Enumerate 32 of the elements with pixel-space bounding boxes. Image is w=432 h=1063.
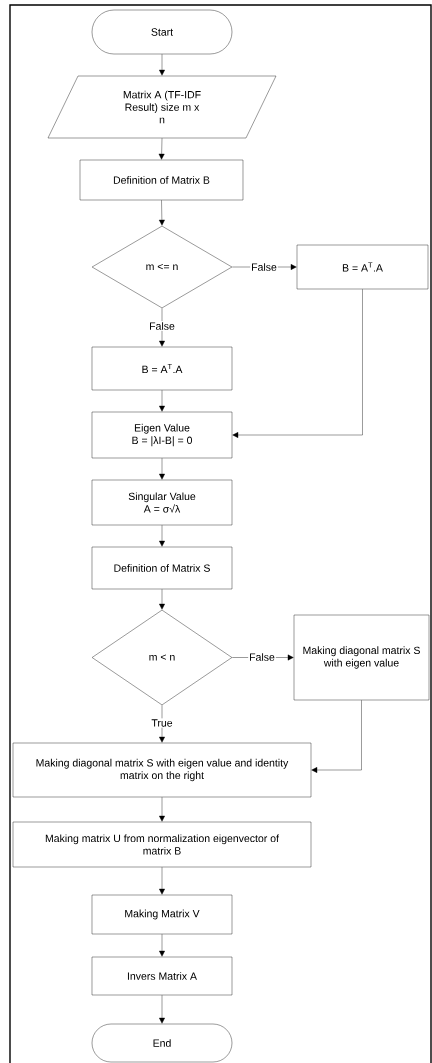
arrow [159,390,165,412]
arrow [159,525,165,547]
process-box: B = A$^{T}$.A [91,346,233,391]
process-box: Definition of Matrix S [91,546,233,590]
process-box: Invers Matrix A [91,956,233,996]
arrow [311,700,362,773]
process-box: Eigen Value B = |λI-B| = 0 [91,411,233,459]
process-box: Singular Value A = σ√λ [91,479,233,526]
arrow [159,995,165,1024]
process-box: Making Matrix V [91,894,233,935]
edge-label: True [150,718,174,728]
arrow [159,589,165,610]
arrow [158,138,165,160]
arrow [159,458,165,480]
input-parallelogram: Matrix A (TF-IDF Result) size m x n [47,75,277,139]
edge-label: False [148,321,176,331]
arrow [159,797,165,822]
process-box: Definition of Matrix B [79,159,244,201]
process-box: Making matrix U from normalization eigenvector of matrix B [12,821,312,868]
process-box: Making diagonal matrix S with eigen value [293,614,430,701]
arrow [158,200,165,226]
arrow [232,289,363,438]
process-box: B = A$^{T}$.A [296,244,429,290]
arrow [159,867,165,895]
arrow [159,308,165,347]
arrow [159,54,165,76]
arrow [159,705,165,743]
edge-label: False [248,652,276,662]
arrow [159,934,165,957]
process-box: Making diagonal matrix S with eigen value and identity matrix on the right [12,742,312,798]
edge-label: False [250,262,278,272]
arrow [232,654,294,661]
